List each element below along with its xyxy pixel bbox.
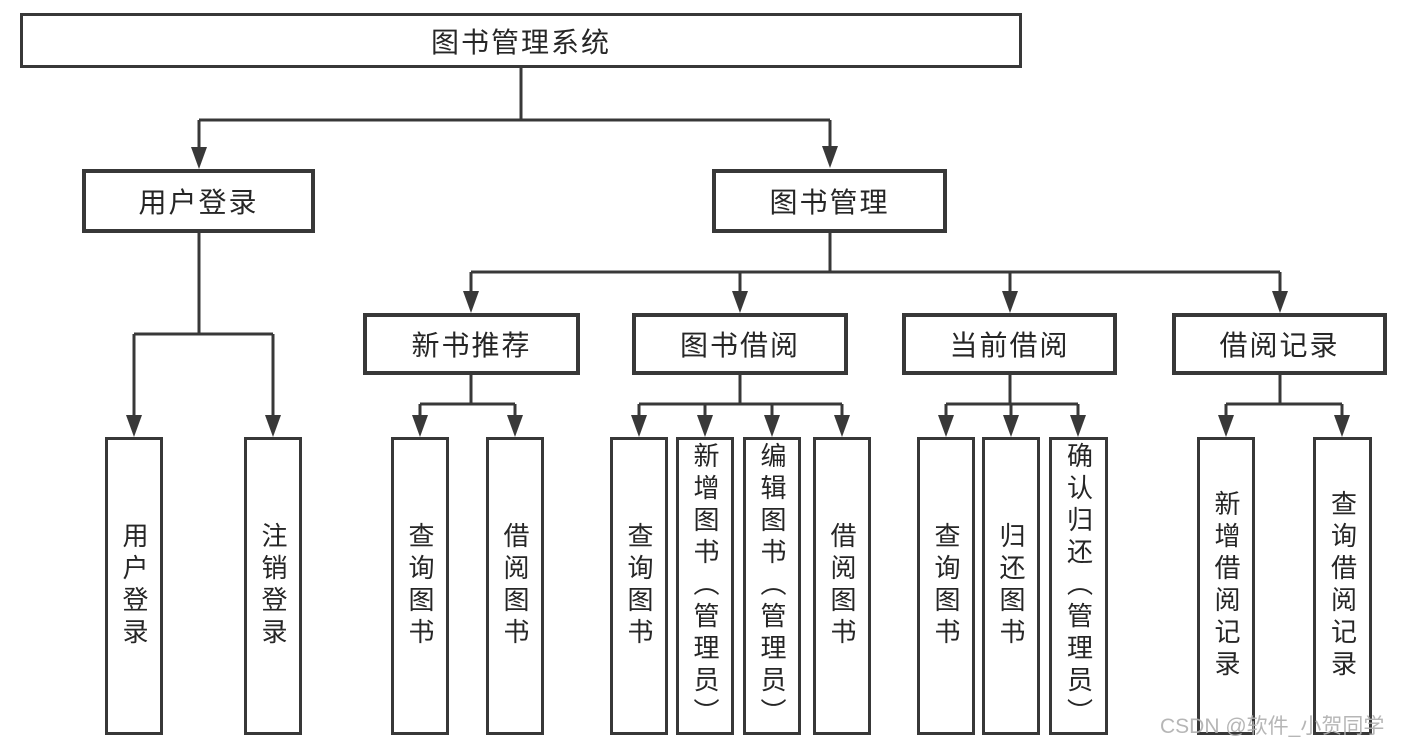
leaf-user-login-label: 用户登录 xyxy=(119,522,149,650)
leaf-borrow-query: 查询图书 xyxy=(610,437,668,735)
leaf-logout: 注销登录 xyxy=(244,437,302,735)
node-borrow-records: 借阅记录 xyxy=(1172,313,1387,375)
node-book-management-label: 图书管理 xyxy=(769,187,890,218)
leaf-borrow-edit-admin: 编辑图书（管理员） xyxy=(743,437,801,735)
leaf-current-confirm-return-admin-label: 确认归还（管理员） xyxy=(1063,442,1094,730)
node-book-management: 图书管理 xyxy=(712,169,947,233)
leaf-borrow-query-label: 查询图书 xyxy=(624,522,654,650)
leaf-record-query-label: 查询借阅记录 xyxy=(1327,490,1358,682)
leaf-borrow-book: 借阅图书 xyxy=(813,437,871,735)
leaf-current-return-label: 归还图书 xyxy=(996,522,1026,650)
leaf-current-confirm-return-admin: 确认归还（管理员） xyxy=(1049,437,1108,735)
leaf-logout-label: 注销登录 xyxy=(258,522,288,650)
csdn-watermark: CSDN @软件_小贺同学 xyxy=(1160,715,1385,738)
node-current-borrow-label: 当前借阅 xyxy=(949,330,1070,361)
leaf-record-query: 查询借阅记录 xyxy=(1313,437,1372,735)
node-borrow-records-label: 借阅记录 xyxy=(1219,330,1340,361)
leaf-borrow-add-admin-label: 新增图书（管理员） xyxy=(690,442,720,730)
leaf-current-return: 归还图书 xyxy=(982,437,1040,735)
leaf-current-query-label: 查询图书 xyxy=(931,522,961,650)
node-new-book-recommend: 新书推荐 xyxy=(363,313,580,375)
leaf-newbook-query: 查询图书 xyxy=(391,437,449,735)
leaf-user-login: 用户登录 xyxy=(105,437,163,735)
node-root: 图书管理系统 xyxy=(20,13,1022,68)
node-user-login: 用户登录 xyxy=(82,169,315,233)
leaf-borrow-book-label: 借阅图书 xyxy=(827,522,857,650)
leaf-borrow-add-admin: 新增图书（管理员） xyxy=(676,437,734,735)
node-root-label: 图书管理系统 xyxy=(430,26,611,58)
node-book-borrow-label: 图书借阅 xyxy=(679,330,800,361)
arrowhead-icons xyxy=(126,146,1350,437)
leaf-record-add: 新增借阅记录 xyxy=(1197,437,1255,735)
leaf-record-add-label: 新增借阅记录 xyxy=(1211,490,1241,682)
leaf-borrow-edit-admin-label: 编辑图书（管理员） xyxy=(757,442,787,730)
node-user-login-label: 用户登录 xyxy=(138,187,259,218)
node-current-borrow: 当前借阅 xyxy=(902,313,1117,375)
node-book-borrow: 图书借阅 xyxy=(632,313,848,375)
leaf-newbook-borrow-label: 借阅图书 xyxy=(500,522,530,650)
node-new-book-recommend-label: 新书推荐 xyxy=(411,330,532,361)
leaf-newbook-query-label: 查询图书 xyxy=(405,522,435,650)
leaf-newbook-borrow: 借阅图书 xyxy=(486,437,544,735)
leaf-current-query: 查询图书 xyxy=(917,437,975,735)
